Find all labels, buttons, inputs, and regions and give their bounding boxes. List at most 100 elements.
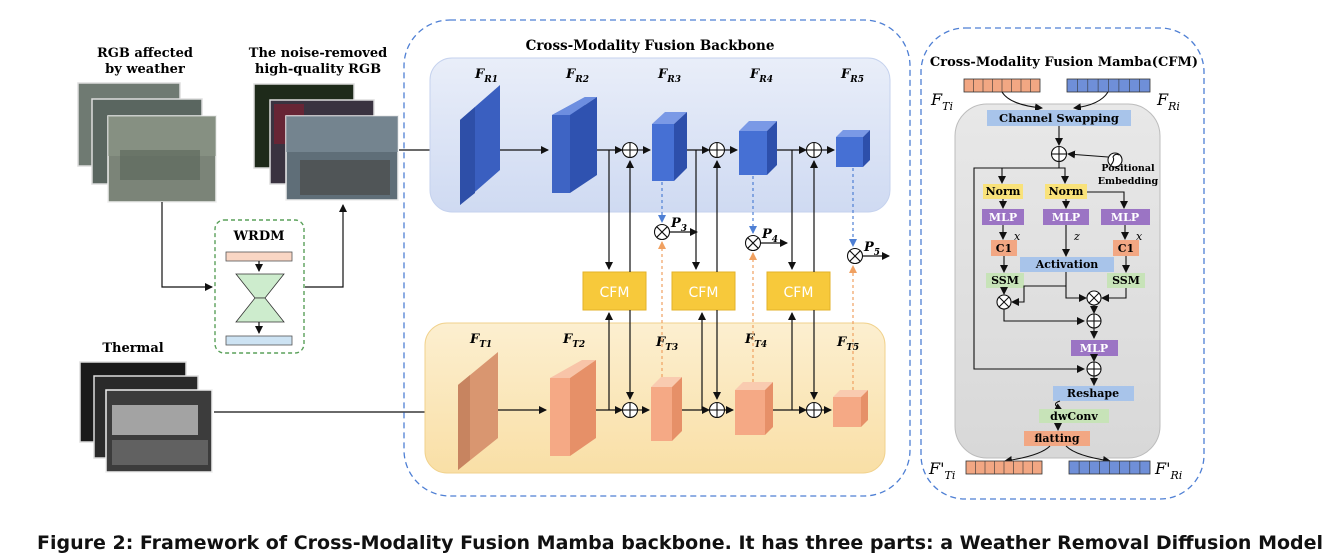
rgb-clean-image-stack	[253, 83, 399, 201]
wrdm-input-bar	[225, 251, 293, 262]
input-token-bar-r	[1066, 78, 1151, 93]
thermal-title-text: Thermal	[102, 341, 163, 356]
thermal-block-5	[833, 390, 868, 427]
cfm-title: Cross-Modality Fusion Mamba(CFM)	[930, 55, 1198, 70]
ssm-box-right	[1107, 273, 1145, 288]
figure-caption: Figure 2: Framework of Cross-Modality Fu…	[37, 532, 1323, 554]
add-node-merge	[1086, 313, 1102, 329]
cfm-detail-section: Cross-Modality Fusion Mamba(CFM) FTi FRi…	[920, 27, 1205, 500]
cfm-box-2-label: CFM	[689, 285, 719, 301]
wrdm-output-bar	[225, 335, 293, 346]
positional-embedding-label-1: Positional	[1101, 163, 1155, 174]
backbone-title: Cross-Modality Fusion Backbone	[526, 38, 775, 54]
c1-down-arrows	[1000, 256, 1130, 273]
rgb-block-3	[652, 112, 687, 181]
rgb-weather-title-line1: RGB affected	[97, 46, 193, 61]
rgb-clean-title-line2: high-quality RGB	[255, 62, 381, 77]
channel-swapping-label: Channel Swapping	[999, 111, 1119, 125]
rgb-weather-title-line2: by weather	[105, 62, 185, 77]
mlp-box-out	[1071, 340, 1118, 356]
label-fri: FRi	[1156, 90, 1180, 113]
label-p3: P3	[670, 216, 687, 234]
norm-label-1: Norm	[986, 185, 1021, 198]
mult-node-right	[1086, 290, 1102, 306]
mlp-label-2: MLP	[1052, 211, 1080, 224]
wrdm-module: WRDM	[214, 219, 305, 354]
c1-label-right: C1	[1118, 242, 1134, 255]
rgb-clean-title: The noise-removed high-quality RGB	[249, 46, 387, 77]
rgb-weather-title: RGB affected by weather	[97, 46, 193, 77]
thermal-block-1	[458, 352, 498, 470]
label-p5: P5	[863, 240, 880, 258]
mlp-down-arrows	[999, 225, 1129, 257]
wrdm-decoder-shape	[235, 297, 285, 323]
cfm-box-1: CFM	[582, 271, 647, 311]
positional-embedding-icon	[1107, 152, 1123, 168]
cfm-box-1-label: CFM	[600, 285, 630, 301]
mlp-box-3	[1101, 209, 1150, 225]
rgb-block-2	[552, 97, 597, 193]
ssm-label-left: SSM	[991, 274, 1019, 287]
label-fri-out: F'Ri	[1154, 459, 1182, 482]
mlp-box-2	[1043, 209, 1089, 225]
label-p4: P4	[761, 227, 778, 245]
c1-box-right	[1113, 240, 1139, 256]
mlp-label-out: MLP	[1080, 342, 1108, 355]
c1-label-left: C1	[996, 242, 1012, 255]
flatting-label: flatting	[1034, 432, 1079, 445]
add-node-r4	[708, 141, 726, 159]
backbone-section: Cross-Modality Fusion Backbone FR1 FR2 F…	[403, 19, 911, 497]
mult-node-p4	[744, 234, 762, 252]
rgb-block-1	[460, 85, 500, 205]
var-x-left: x	[1014, 230, 1021, 243]
add-node-residual	[1086, 361, 1102, 377]
thermal-title: Thermal	[102, 341, 163, 356]
var-x-right: x	[1136, 230, 1143, 243]
ssm-connectors	[1000, 272, 1127, 325]
positional-embedding-label-2: Embedding	[1098, 176, 1159, 187]
norm-label-2: Norm	[1049, 185, 1084, 198]
wrdm-label: WRDM	[232, 229, 284, 244]
rgb-clean-title-line1: The noise-removed	[249, 46, 387, 61]
mlp-box-1	[982, 209, 1024, 225]
norm-box-1	[983, 184, 1023, 199]
dwconv-label: dwConv	[1050, 410, 1098, 423]
mult-node-left	[996, 294, 1012, 310]
cfm-box-3: CFM	[766, 271, 831, 311]
channel-swapping-box	[987, 110, 1131, 126]
c1-box-left	[991, 240, 1017, 256]
output-token-bar-t	[965, 460, 1043, 475]
input-token-bar-t	[963, 78, 1041, 93]
norm-to-mlp-arrows	[999, 191, 1128, 209]
ssm-label-right: SSM	[1112, 274, 1140, 287]
cfm-dashed-border	[920, 27, 1205, 500]
label-fti: FTi	[930, 90, 953, 113]
reshape-box	[1053, 386, 1134, 401]
reshape-label: Reshape	[1067, 387, 1119, 400]
activation-box	[1020, 257, 1114, 272]
cfm-box-3-label: CFM	[784, 285, 814, 301]
activation-label: Activation	[1035, 258, 1099, 271]
cfm-connectors	[605, 150, 818, 410]
flatting-box	[1024, 431, 1090, 446]
var-z: z	[1073, 230, 1080, 243]
rgb-weather-image-stack	[77, 82, 217, 203]
cfm-box-2: CFM	[671, 271, 736, 311]
add-node-t5	[805, 401, 823, 419]
rgb-block-5	[836, 130, 870, 167]
add-node-t4	[708, 401, 726, 419]
rgb-block-4	[739, 121, 777, 175]
thermal-image-stack	[79, 361, 213, 473]
mult-node-p3	[653, 223, 671, 241]
label-fti-out: F'Ti	[928, 459, 955, 482]
ssm-box-left	[986, 273, 1024, 288]
mult-node-p5	[846, 247, 864, 265]
backbone-dashed-border	[403, 19, 911, 497]
norm-box-2	[1045, 184, 1087, 199]
cross-modality-fusion-diagram: RGB affected by weather The noise-remove…	[77, 19, 1205, 500]
add-node-pos	[1050, 145, 1068, 163]
add-node-r5	[805, 141, 823, 159]
output-token-bar-r	[1068, 460, 1151, 475]
backbone-add-nodes	[621, 141, 823, 419]
dwconv-box	[1039, 409, 1109, 423]
